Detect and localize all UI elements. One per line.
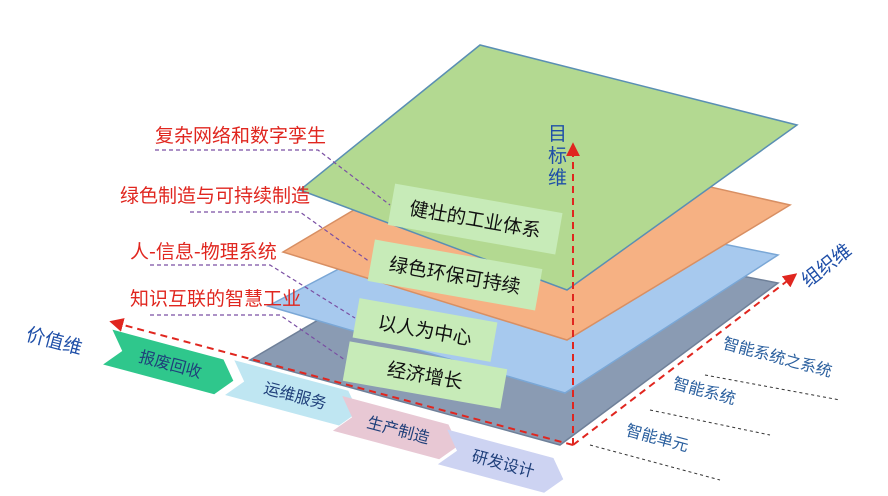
callout-green-manufacturing: 绿色制造与可持续制造	[120, 185, 310, 207]
leader-line-smart-industry	[150, 314, 346, 361]
callout-cps: 人-信息-物理系统	[130, 241, 277, 263]
org-level-sos: 智能系统之系统	[721, 334, 834, 381]
org-level-unit: 智能单元	[624, 421, 691, 456]
organization-axis-label: 组织维	[798, 240, 856, 292]
goal-axis-label-2: 标	[548, 145, 567, 167]
org-guide-line-sos	[704, 374, 841, 401]
label-box-economic	[342, 341, 508, 409]
organization-axis-arrow	[572, 273, 798, 446]
callout-smart-industry: 知识互联的智慧工业	[130, 288, 301, 310]
value-axis-arrow	[109, 318, 574, 446]
org-guide-line-system	[649, 409, 771, 436]
leader-line-cps	[150, 264, 356, 319]
label-box-robust	[387, 183, 563, 255]
org-guide-line-unit	[589, 444, 721, 481]
value-stage-chevron-rnd	[437, 429, 564, 493]
label-box-human	[352, 298, 498, 362]
label-box-green	[367, 239, 543, 311]
goal-axis-label-3: 维	[548, 167, 567, 189]
value-stage-chevron-om	[225, 360, 359, 426]
goal-axis-label-1: 目	[548, 123, 567, 145]
leader-line-digital-twin	[155, 149, 391, 206]
value-stage-chevron-recycle	[103, 329, 234, 395]
leader-line-green-manufacturing	[190, 211, 371, 263]
callout-digital-twin: 复杂网络和数字孪生	[155, 125, 326, 147]
value-stage-chevron-production	[332, 395, 459, 460]
value-axis-label: 价值维	[24, 324, 85, 360]
org-level-system: 智能系统	[671, 374, 738, 409]
